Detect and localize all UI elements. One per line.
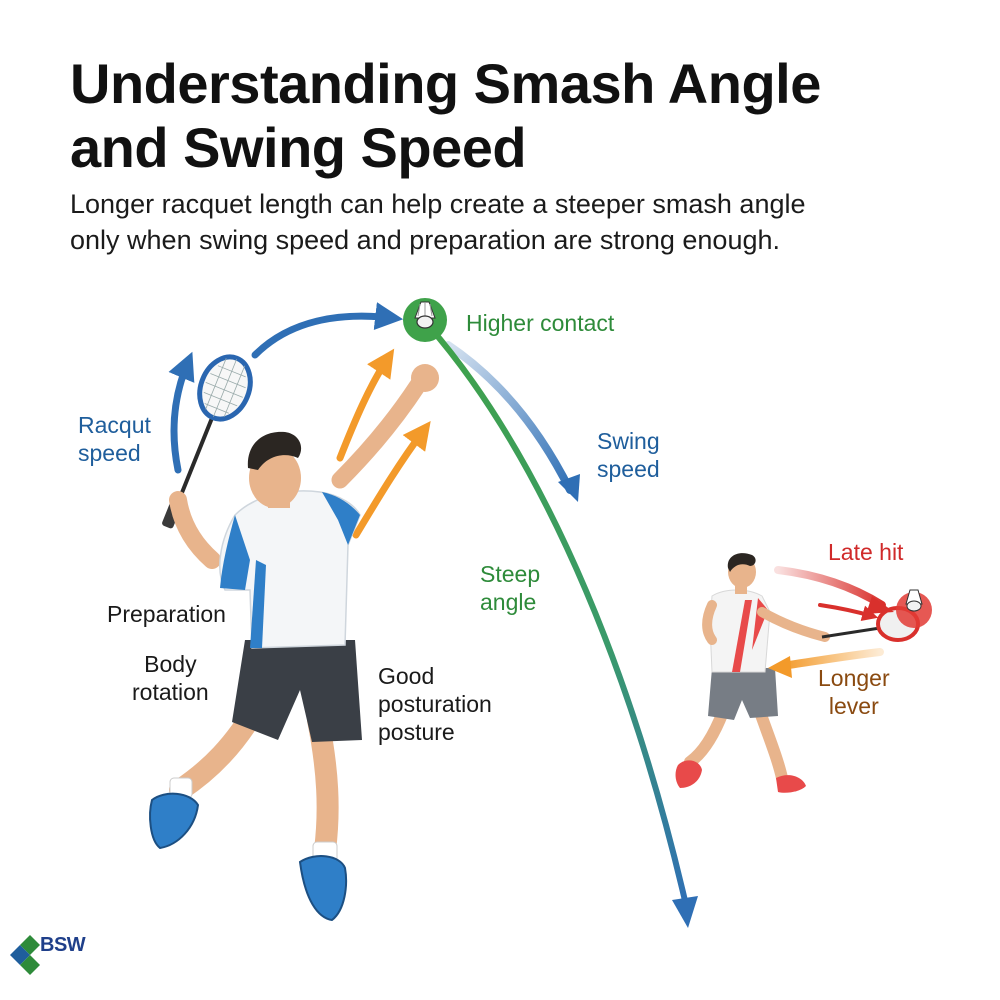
title-line-2: and Swing Speed xyxy=(70,116,527,179)
swing-speed-arrow xyxy=(444,341,580,502)
label-good-posture-line1: Good xyxy=(378,663,435,689)
shuttlecock-icon xyxy=(403,298,447,342)
label-body-rotation-line2: rotation xyxy=(132,679,209,705)
label-longer-lever-line2: lever xyxy=(828,693,879,719)
label-racquet-speed: Racqut speed xyxy=(78,411,151,467)
steep-angle-trajectory xyxy=(425,322,698,928)
label-swing-speed-line1: Swing xyxy=(597,428,660,454)
main-player xyxy=(149,354,439,922)
label-good-posture: Good posturation posture xyxy=(378,662,492,746)
secondary-player xyxy=(675,553,932,793)
brand-logo: BSW xyxy=(40,934,86,956)
racquet-icon xyxy=(162,354,253,529)
label-swing-speed-line2: speed xyxy=(597,456,660,482)
label-steep-angle-line2: angle xyxy=(480,589,537,615)
longer-lever-arrow xyxy=(768,648,884,678)
page-title: Understanding Smash Angle and Swing Spee… xyxy=(70,52,930,180)
label-higher-contact: Higher contact xyxy=(466,310,615,336)
power-arrows xyxy=(336,348,431,539)
subtitle: Longer racquet length can help create a … xyxy=(70,186,950,258)
label-preparation: Preparation xyxy=(107,601,226,627)
label-good-posture-line3: posture xyxy=(378,719,455,745)
logo-icon xyxy=(10,935,40,975)
subtitle-line-2: only when swing speed and preparation ar… xyxy=(70,225,780,255)
label-racquet-speed-line1: Racqut xyxy=(78,412,151,438)
label-late-hit: Late hit xyxy=(828,539,904,565)
label-good-posture-line2: posturation xyxy=(378,691,492,717)
label-steep-angle-line1: Steep xyxy=(480,561,541,587)
label-body-rotation: Body rotation xyxy=(132,650,209,706)
racquet-speed-arrow xyxy=(168,351,195,474)
late-hit-arrows xyxy=(774,566,894,622)
label-swing-speed: Swing speed xyxy=(597,427,660,483)
label-racquet-speed-line2: speed xyxy=(78,440,141,466)
label-body-rotation-line1: Body xyxy=(144,651,197,677)
label-longer-lever-line1: Longer xyxy=(818,665,890,691)
racquet-path-arrow xyxy=(251,302,404,359)
label-longer-lever: Longer lever xyxy=(818,664,890,720)
title-line-1: Understanding Smash Angle xyxy=(70,52,821,115)
label-steep-angle: Steep angle xyxy=(480,560,540,616)
subtitle-line-1: Longer racquet length can help create a … xyxy=(70,189,806,219)
